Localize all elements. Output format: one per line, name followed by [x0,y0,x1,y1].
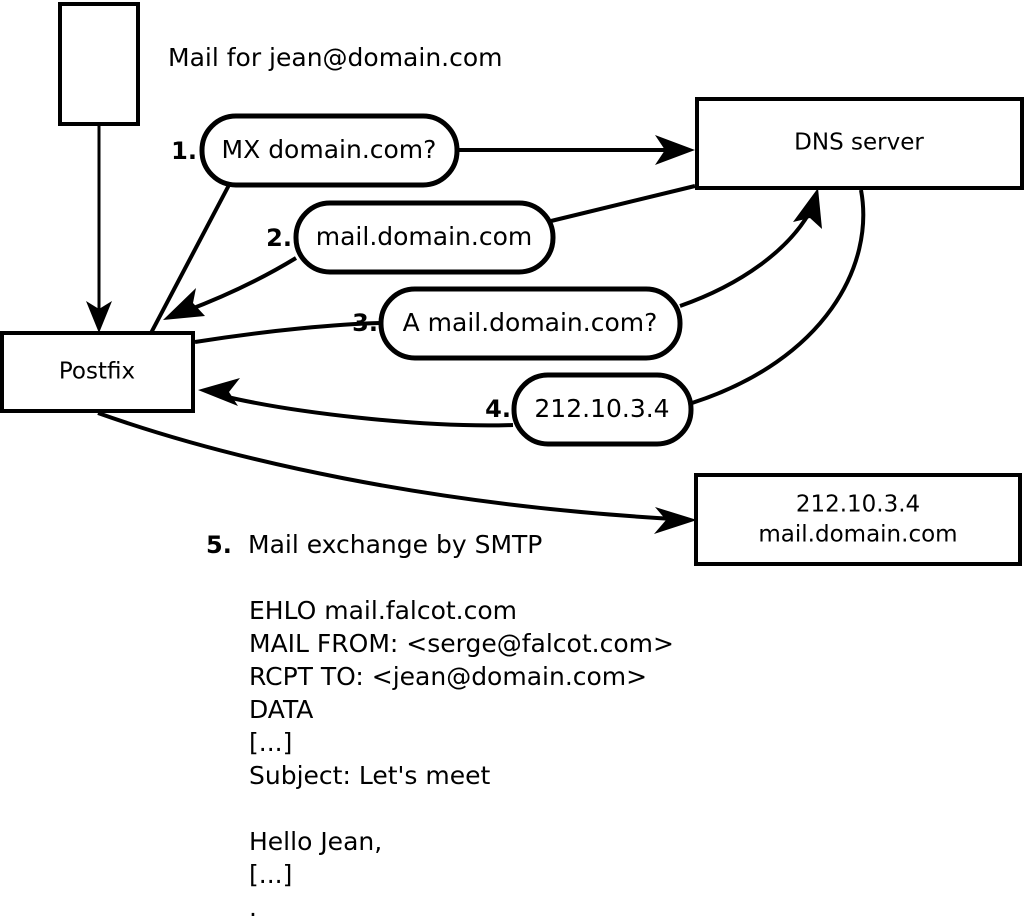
transcript-line-9: . [249,893,257,919]
step-4-message: 212.10.3.4 [534,394,669,423]
edge-step1-to-dns [457,135,695,165]
step-3-message: A mail.domain.com? [403,308,658,337]
edge-step4-to-postfix [198,378,514,428]
edge-dns-to-step2 [550,184,696,223]
transcript-line-2: RCPT TO: <jean@domain.com> [249,662,647,691]
step-1-number: 1. [171,137,197,165]
transcript-line-5: Subject: Let's meet [249,761,490,790]
mail-server-hostname: mail.domain.com [758,522,957,548]
step-4-group: 4. 212.10.3.4 [485,372,694,447]
postfix-box [0,331,195,413]
step-2-message: mail.domain.com [316,222,532,251]
edge-postfix-to-step3 [194,321,381,344]
step-2-bubble [293,200,556,275]
step-3-number: 3. [352,309,378,337]
transcript-line-0: EHLO mail.falcot.com [249,596,517,625]
step-2-group: 2. mail.domain.com [266,200,556,275]
step-1-bubble [199,113,460,188]
edge-step3-to-dns [679,188,822,308]
diagram-title: Mail for jean@domain.com [168,43,503,72]
step-1-message: MX domain.com? [222,135,437,164]
transcript-line-7: Hello Jean, [249,827,382,856]
step-4-number: 4. [485,395,511,423]
postfix-label: Postfix [59,359,135,385]
step-3-group: 3. A mail.domain.com? [352,286,683,361]
step-4-bubble [511,372,694,447]
mail-server-ip: 212.10.3.4 [796,492,920,518]
mail-server-box [694,473,1022,566]
edge-sender-to-postfix [86,124,112,333]
edge-dns-to-step4 [691,189,866,405]
transcript-line-4: [...] [249,728,292,757]
step-1-group: 1. MX domain.com? [171,113,460,188]
edge-step1-to-postfix [149,184,231,334]
transcript-line-1: MAIL FROM: <serge@falcot.com> [249,629,674,658]
dns-server-label: DNS server [794,130,924,156]
step-2-number: 2. [266,224,292,252]
sender-box [58,2,140,126]
transcript-line-3: DATA [249,695,313,724]
step-5-number: 5. [206,531,232,559]
step-3-bubble [378,286,683,361]
transcript-line-8: [...] [249,860,292,889]
step-5-label: Mail exchange by SMTP [248,530,542,559]
edge-step2-to-postfix [163,256,298,320]
edge-postfix-to-mailserver [97,411,697,534]
dns-server-box [695,97,1024,190]
